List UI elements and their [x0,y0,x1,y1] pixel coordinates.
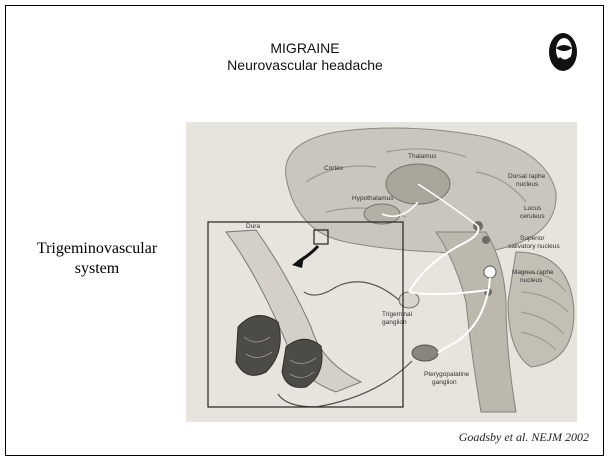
title-block: MIGRAINE Neurovascular headache [180,40,430,74]
superior-salivatory-nucleus-dot [484,266,496,278]
label-superior-2: salivatory nucleus [508,243,560,250]
label-locus-1: Locus [524,205,542,212]
label-pterygo-2: ganglion [432,379,457,386]
label-thalamus: Thalamus [408,153,437,160]
label-superior-1: Superior [520,235,545,242]
pterygopalatine-ganglion-shape [412,345,438,361]
side-label-line1: Trigeminovascular [22,239,172,259]
label-trigeminal-1: Trigeminal [382,311,413,318]
trigeminovascular-figure: Cortex Thalamus Hypothalamus Dorsal raph… [186,122,577,422]
label-dura: Dura [246,223,260,230]
citation: Goadsby et al. NEJM 2002 [459,430,589,445]
locus-ceruleus-dot [482,236,490,244]
label-dorsal-raphe-2: nucleus [516,181,539,188]
side-label: Trigeminovascular system [22,239,172,279]
label-trigeminal-2: ganglion [382,319,407,326]
label-magnus-1: Magnus raphe [512,269,554,276]
slide-subtitle: Neurovascular headache [180,57,430,74]
label-cortex: Cortex [324,165,344,172]
label-dorsal-raphe-1: Dorsal raphe [508,173,546,180]
slide-title: MIGRAINE [180,40,430,57]
label-magnus-2: nucleus [520,277,543,284]
label-hypothalamus: Hypothalamus [352,195,394,202]
side-label-line2: system [22,259,172,279]
trigeminal-ganglion-shape [399,292,419,308]
institution-logo-icon [545,28,581,76]
label-pterygo-1: Pterygopalatine [424,371,470,378]
label-locus-2: ceruleus [520,213,545,220]
